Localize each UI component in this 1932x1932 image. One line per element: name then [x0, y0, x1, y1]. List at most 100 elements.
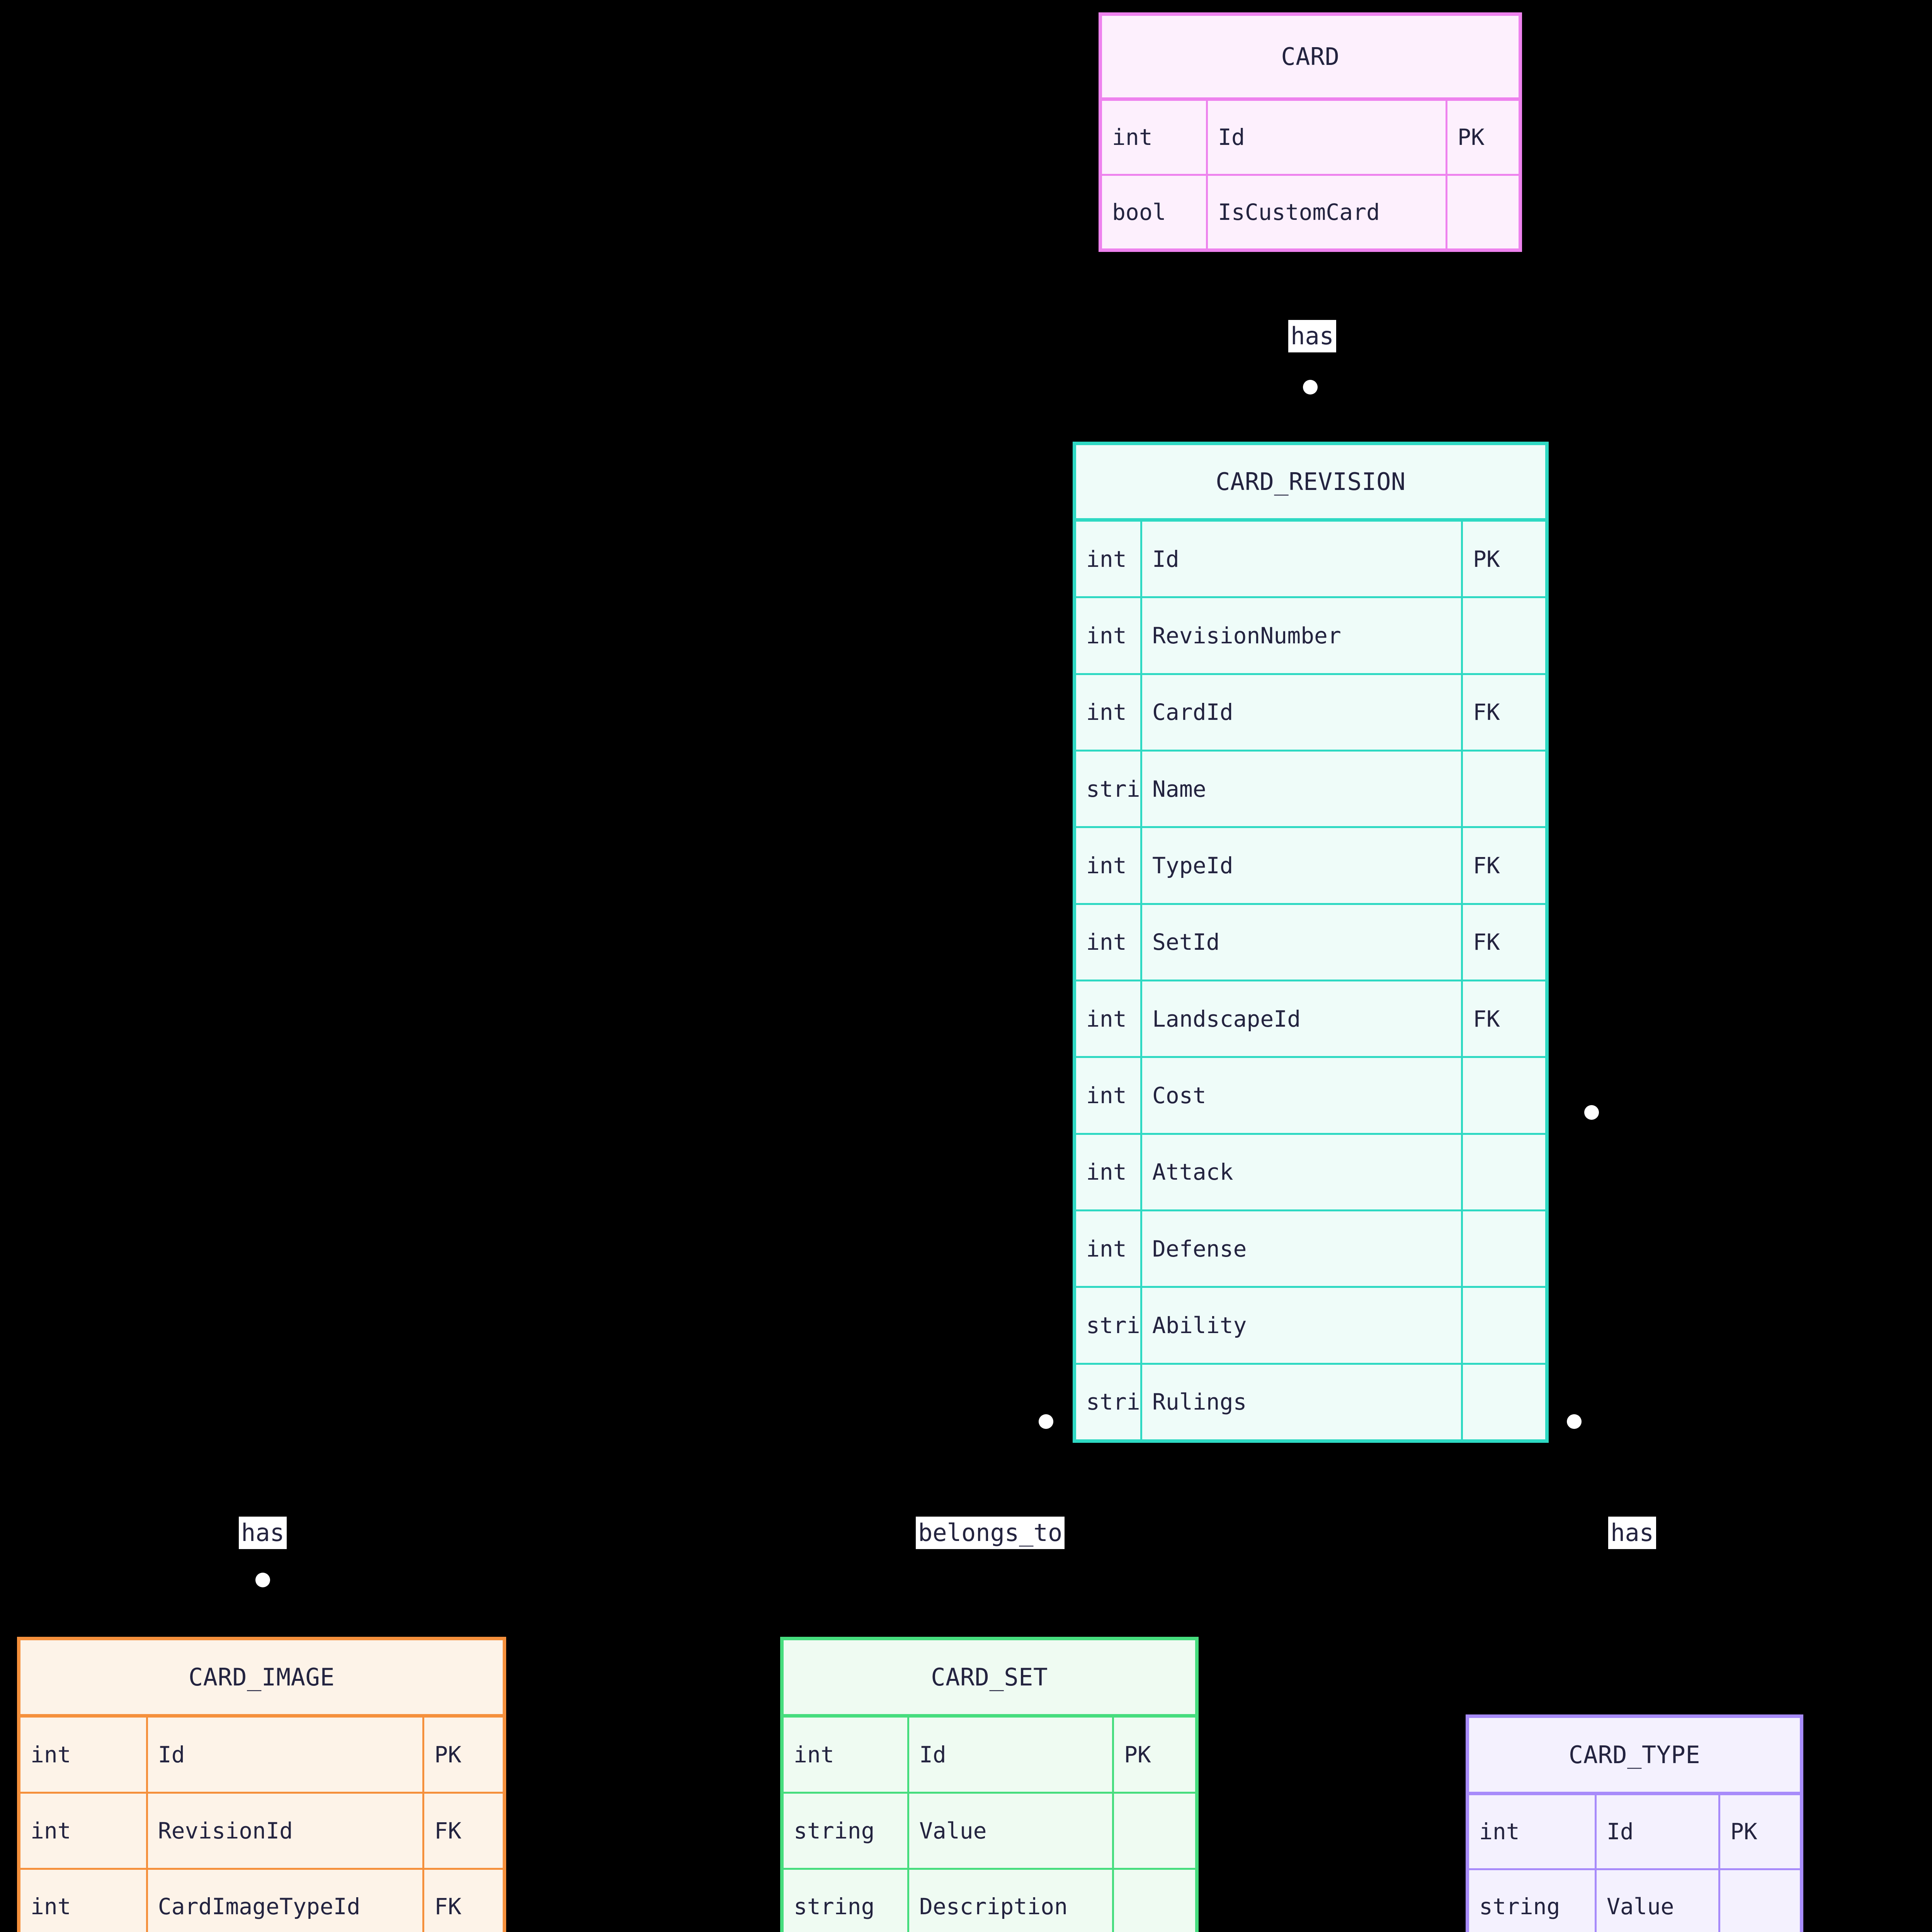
entity-card[interactable]: CARD int Id PK bool IsCustomCard: [1099, 12, 1522, 252]
attr-key: [1463, 598, 1545, 673]
attr-name: CardImageTypeId: [148, 1869, 425, 1932]
attr-key: FK: [1473, 852, 1500, 879]
attr-key: [1720, 1870, 1798, 1932]
cardinality-marker-card-revision-right-mid: [1584, 1105, 1599, 1120]
attr-key: PK: [1473, 546, 1500, 572]
attr-name: Id: [1142, 522, 1463, 597]
table-row: string Value: [1469, 1870, 1800, 1932]
entity-card-image[interactable]: CARD_IMAGE int Id PK int RevisionId FK i…: [17, 1637, 506, 1932]
attr-type: string: [784, 1869, 909, 1932]
attr-type: int: [1076, 522, 1142, 597]
entity-card-type-attributes: int Id PK string Value: [1469, 1795, 1800, 1932]
cardinality-marker-card-revision-bottom-left: [1039, 1414, 1053, 1429]
attr-type: string: [1076, 1288, 1142, 1363]
table-row: bool IsCustomCard: [1102, 175, 1519, 249]
table-row: int Id PK: [1469, 1795, 1800, 1870]
attr-type: int: [1076, 981, 1142, 1056]
table-row: int Id PK: [20, 1718, 503, 1794]
entity-card-attributes: int Id PK bool IsCustomCard: [1102, 101, 1519, 248]
table-row: string Value: [784, 1793, 1195, 1870]
attr-name: Attack: [1142, 1134, 1463, 1209]
entity-card-image-attributes: int Id PK int RevisionId FK int CardImag…: [20, 1718, 503, 1932]
attr-type: int: [1076, 905, 1142, 980]
cardinality-marker-card-image-top: [255, 1573, 270, 1587]
entity-card-title: CARD: [1102, 16, 1519, 101]
table-row: int LandscapeId FK: [1076, 981, 1545, 1058]
attr-name: Defense: [1142, 1211, 1463, 1286]
relationship-label-revision-belongs-to-set[interactable]: belongs_to: [916, 1517, 1065, 1549]
attr-type: int: [20, 1718, 148, 1792]
attr-key: PK: [434, 1741, 461, 1768]
entity-card-image-title: CARD_IMAGE: [20, 1640, 503, 1718]
table-row: int Attack: [1076, 1134, 1545, 1211]
cardinality-marker-card-revision-top: [1303, 380, 1318, 395]
table-row: int Id PK: [1102, 101, 1519, 176]
attr-key: FK: [1473, 1005, 1500, 1032]
attr-type: int: [20, 1869, 148, 1932]
entity-card-set[interactable]: CARD_SET int Id PK string Value string D…: [780, 1637, 1199, 1932]
table-row: int SetId FK: [1076, 905, 1545, 981]
relationship-label-revision-has-type[interactable]: has: [1608, 1517, 1656, 1549]
attr-type: int: [1076, 1134, 1142, 1209]
entity-card-type[interactable]: CARD_TYPE int Id PK string Value: [1466, 1714, 1803, 1932]
attr-type: int: [1076, 828, 1142, 903]
table-row: string Rulings: [1076, 1364, 1545, 1439]
attr-type: string: [1076, 1364, 1142, 1439]
attr-key: [1463, 1058, 1545, 1133]
attr-name: IsCustomCard: [1208, 175, 1447, 248]
attr-type: int: [1469, 1795, 1597, 1868]
attr-type: bool: [1102, 175, 1208, 248]
attr-type: int: [1076, 598, 1142, 673]
attr-name: Id: [1597, 1795, 1720, 1868]
attr-key: [1463, 1211, 1545, 1286]
table-row: int Cost: [1076, 1058, 1545, 1135]
attr-key: PK: [1730, 1818, 1757, 1845]
table-row: int RevisionNumber: [1076, 598, 1545, 675]
table-row: int Defense: [1076, 1211, 1545, 1288]
table-row: string Name: [1076, 751, 1545, 828]
attr-name: Id: [909, 1718, 1114, 1792]
attr-key: FK: [434, 1817, 461, 1844]
attr-type: int: [1102, 101, 1208, 174]
attr-name: TypeId: [1142, 828, 1463, 903]
attr-key: [1463, 752, 1545, 826]
attr-type: string: [1469, 1870, 1597, 1932]
attr-key: [1114, 1794, 1189, 1868]
relationship-label-revision-has-image[interactable]: has: [239, 1517, 287, 1549]
relationship-label-card-has-revision[interactable]: has: [1288, 320, 1336, 352]
attr-key: [1447, 176, 1519, 249]
connector-card-revision-to-card-type: [1631, 1441, 1634, 1712]
attr-name: Name: [1142, 751, 1463, 827]
entity-card-type-title: CARD_TYPE: [1469, 1718, 1800, 1795]
table-row: int CardImageTypeId FK: [20, 1869, 503, 1932]
attr-key: PK: [1124, 1741, 1151, 1768]
table-row: string Ability: [1076, 1288, 1545, 1365]
attr-name: Description: [909, 1869, 1114, 1932]
entity-card-revision-attributes: int Id PK int RevisionNumber int CardId …: [1076, 522, 1545, 1439]
table-row: int Id PK: [1076, 522, 1545, 599]
attr-key: PK: [1458, 124, 1485, 151]
table-row: int RevisionId FK: [20, 1793, 503, 1870]
attr-name: Rulings: [1142, 1364, 1463, 1439]
attr-key: [1463, 1288, 1545, 1362]
attr-type: string: [784, 1793, 909, 1868]
attr-name: CardId: [1142, 675, 1463, 750]
attr-type: int: [20, 1793, 148, 1868]
table-row: string Description: [784, 1869, 1195, 1932]
attr-name: Ability: [1142, 1288, 1463, 1363]
attr-key: [1114, 1870, 1189, 1932]
attr-name: Value: [909, 1793, 1114, 1868]
attr-key: FK: [434, 1893, 461, 1920]
table-row: int CardId FK: [1076, 675, 1545, 752]
table-row: int Id PK: [784, 1718, 1195, 1794]
attr-name: Cost: [1142, 1058, 1463, 1133]
entity-card-revision-title: CARD_REVISION: [1076, 445, 1545, 522]
table-row: int TypeId FK: [1076, 828, 1545, 905]
entity-card-set-title: CARD_SET: [784, 1640, 1195, 1718]
entity-card-revision[interactable]: CARD_REVISION int Id PK int RevisionNumb…: [1073, 442, 1549, 1443]
attr-type: int: [1076, 1058, 1142, 1133]
attr-name: Value: [1597, 1870, 1720, 1932]
attr-key: [1463, 1135, 1545, 1209]
attr-type: int: [1076, 1211, 1142, 1286]
